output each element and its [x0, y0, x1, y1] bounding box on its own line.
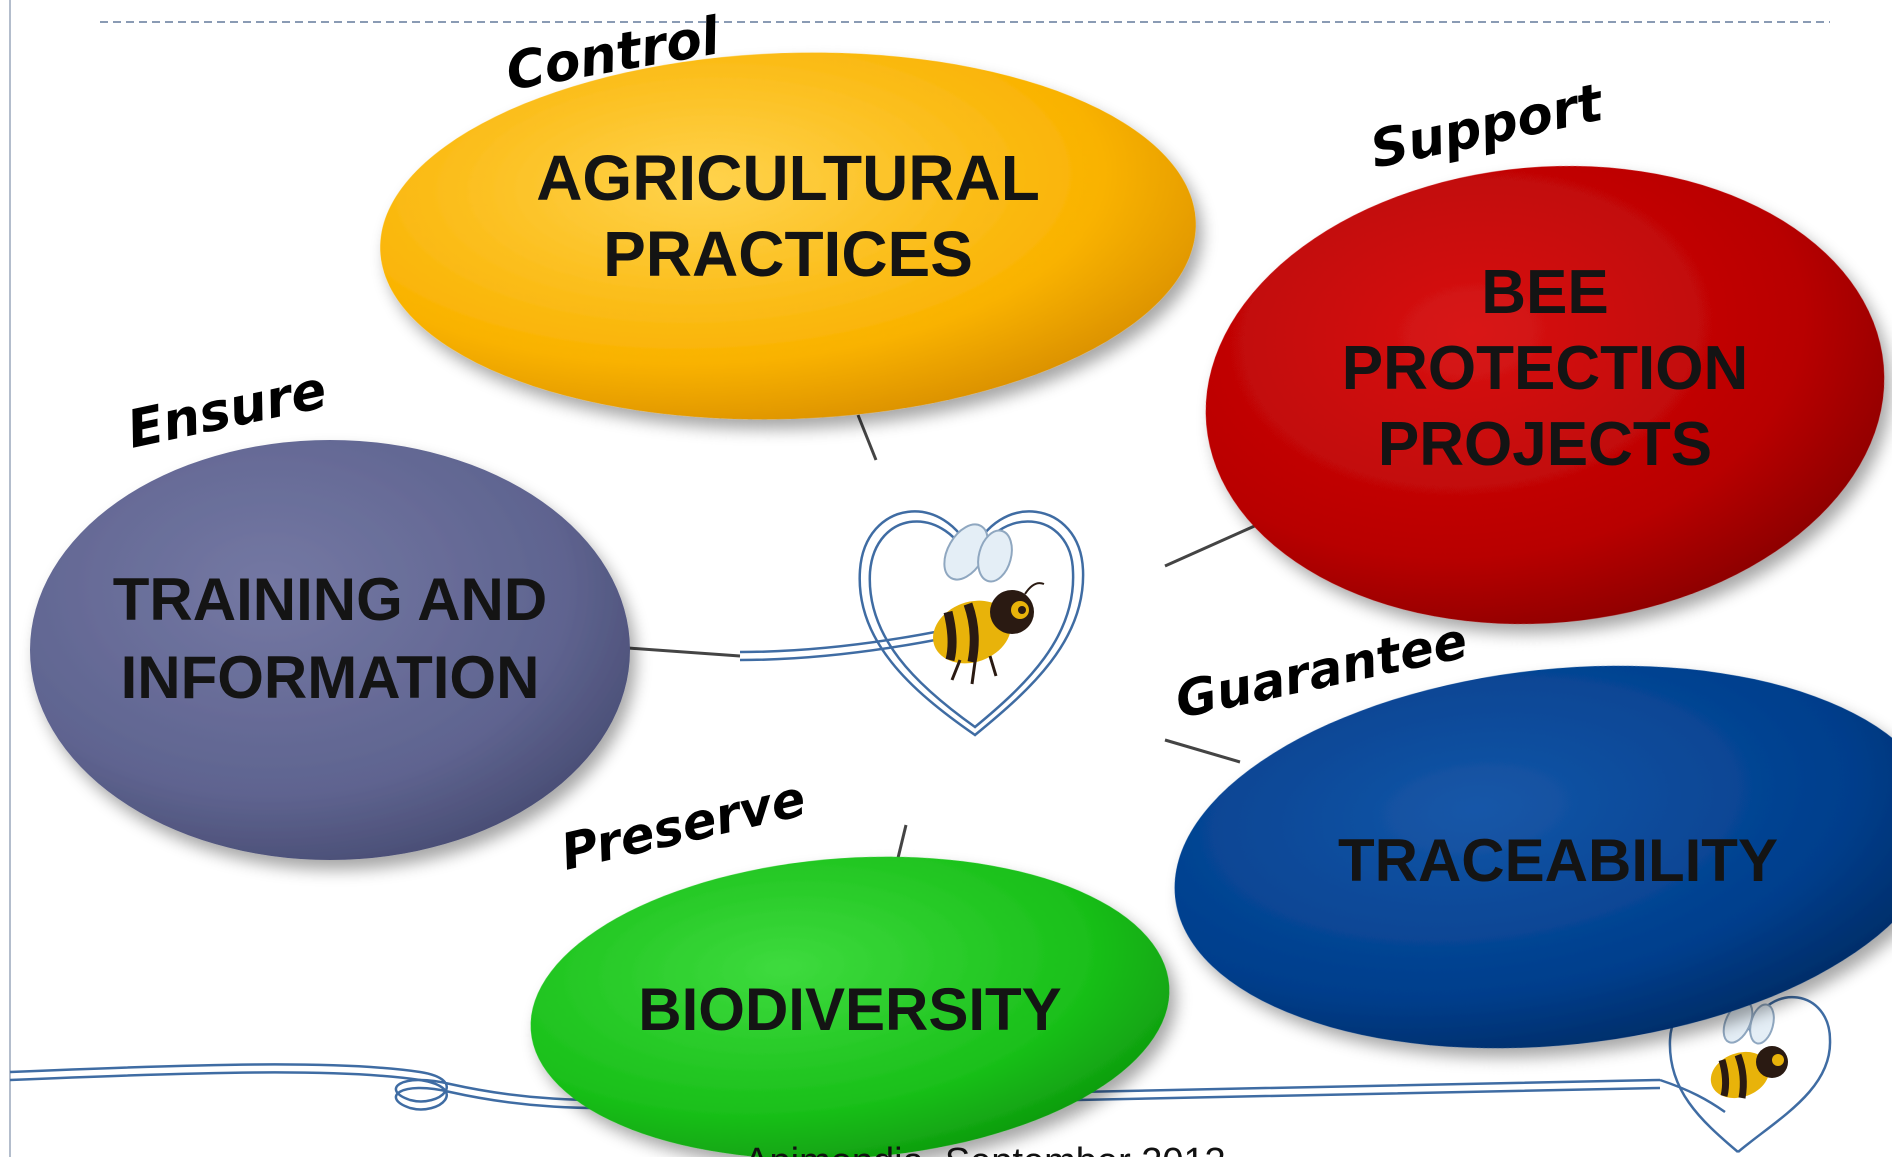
node-agricultural-ellipse — [380, 52, 1196, 420]
node-training-ellipse — [30, 440, 630, 860]
small-bee-icon — [1710, 1000, 1788, 1099]
center-heart-bee — [739, 510, 1085, 737]
node-bee-protection-ellipse — [1205, 165, 1885, 625]
node-bee-protection-label-line: PROJECTS — [1378, 410, 1712, 479]
connector-bee-protection — [1164, 518, 1269, 568]
node-training-label-line: TRAINING AND — [113, 566, 547, 633]
node-biodiversity-label-line: BIODIVERSITY — [638, 976, 1061, 1043]
heart-ribbon — [739, 510, 1085, 737]
connector-biodiversity — [896, 824, 908, 859]
connector-training — [627, 646, 741, 658]
corner-heart-bee — [1659, 995, 1832, 1153]
node-bee-protection-verb: Support — [1365, 73, 1610, 181]
connectors — [627, 414, 1269, 859]
node-biodiversity-ellipse — [530, 856, 1170, 1157]
node-biodiversity-verb: Preserve — [556, 769, 811, 881]
node-traceability-label-line: TRACEABILITY — [1338, 827, 1778, 894]
node-bee-protection-label-line: BEE — [1481, 258, 1608, 327]
footer-text: Apimondia, September 2013 — [744, 1141, 1226, 1157]
node-agricultural-label-line: AGRICULTURAL — [536, 142, 1040, 214]
node-agricultural-label-line: PRACTICES — [603, 218, 973, 290]
node-traceability-ellipse — [1174, 665, 1892, 1049]
node-bee-protection: BEE PROTECTION PROJECTS Support — [1205, 73, 1885, 625]
node-training-label-line: INFORMATION — [121, 644, 540, 711]
connector-agricultural — [856, 414, 878, 461]
bottom-ribbon — [9, 1063, 1661, 1111]
connector-traceability — [1164, 738, 1241, 764]
node-bee-protection-label-line: PROTECTION — [1342, 334, 1748, 403]
node-biodiversity: BIODIVERSITY Preserve — [530, 769, 1170, 1157]
bee-icon — [933, 523, 1045, 685]
